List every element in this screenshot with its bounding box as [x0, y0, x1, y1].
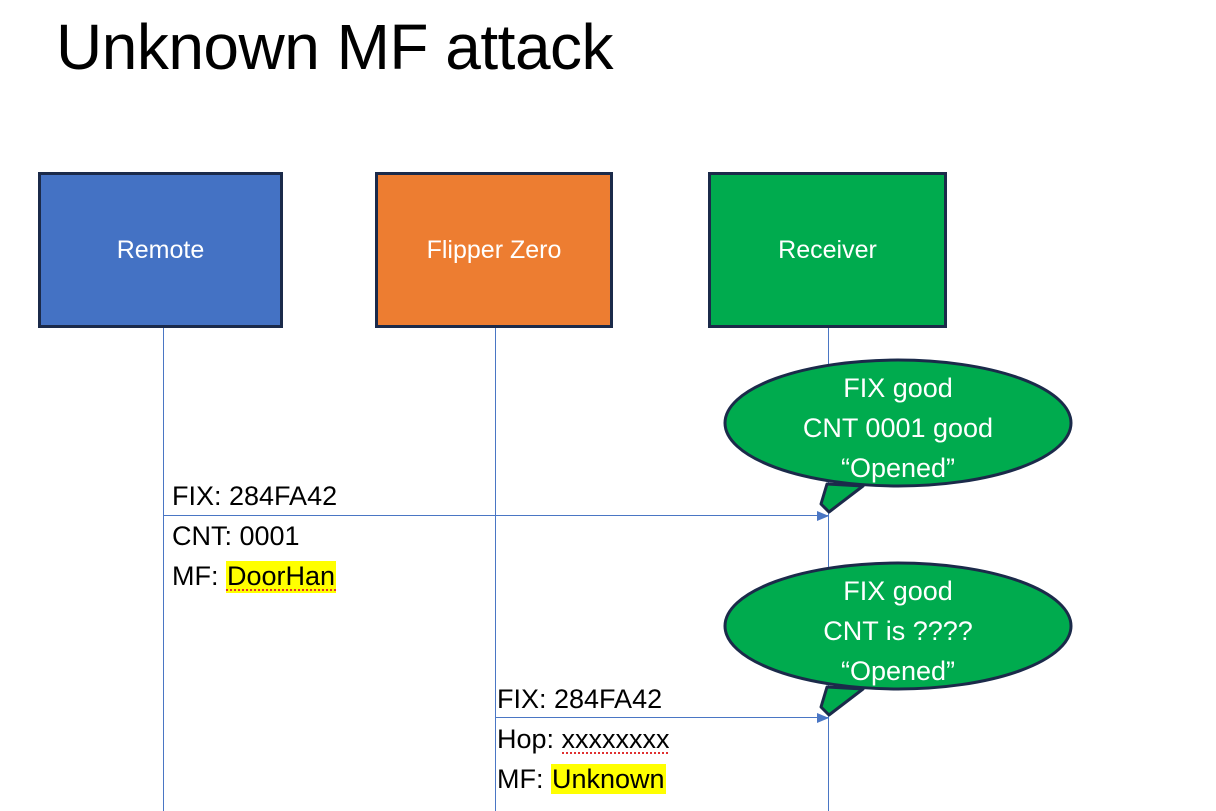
speech-bubble-receiver-2: FIX good CNT is ???? “Opened”: [723, 561, 1073, 719]
message-2-mf-prefix: MF:: [497, 764, 551, 794]
speech-bubble-shape-icon: [723, 561, 1073, 717]
actor-box-receiver[interactable]: Receiver: [708, 172, 947, 328]
message-1-fix-line: FIX: 284FA42: [172, 481, 338, 511]
message-arrow-remote-to-receiver: [163, 511, 829, 521]
lifeline-remote: [163, 327, 164, 811]
message-1-mf-line: MF: DoorHan: [172, 556, 337, 596]
message-1-mf-prefix: MF:: [172, 561, 226, 591]
message-1-detail-lines: CNT: 0001 MF: DoorHan: [172, 516, 337, 596]
actor-box-remote[interactable]: Remote: [38, 172, 283, 328]
arrow-shaft: [495, 717, 828, 718]
message-2-hop-prefix: Hop:: [497, 724, 562, 754]
actor-label-remote: Remote: [116, 236, 205, 264]
message-1-cnt-line: CNT: 0001: [172, 516, 336, 556]
arrow-head-icon: [817, 511, 829, 521]
message-2-detail-lines: Hop: xxxxxxxx MF: Unknown: [497, 719, 670, 799]
actor-label-receiver: Receiver: [778, 236, 877, 264]
lifeline-flipper: [495, 327, 496, 811]
page-title: Unknown MF attack: [56, 11, 614, 83]
message-2-hop-value: xxxxxxxx: [561, 724, 670, 756]
arrow-head-icon: [817, 713, 829, 723]
actor-label-flipper: Flipper Zero: [426, 236, 562, 264]
message-arrow-flipper-to-receiver: [495, 713, 829, 723]
message-2-hop-line: Hop: xxxxxxxx: [497, 719, 670, 759]
message-2-mf-line: MF: Unknown: [497, 759, 670, 799]
arrow-shaft: [163, 515, 828, 516]
message-1-mf-value: DoorHan: [226, 561, 337, 593]
speech-bubble-shape-icon: [723, 358, 1073, 514]
message-2-mf-value: Unknown: [551, 764, 666, 794]
speech-bubble-receiver-1: FIX good CNT 0001 good “Opened”: [723, 358, 1073, 516]
message-1-cnt-text: CNT: 0001: [172, 521, 300, 551]
message-2-fix-line: FIX: 284FA42: [497, 684, 663, 714]
actor-box-flipper[interactable]: Flipper Zero: [375, 172, 613, 328]
